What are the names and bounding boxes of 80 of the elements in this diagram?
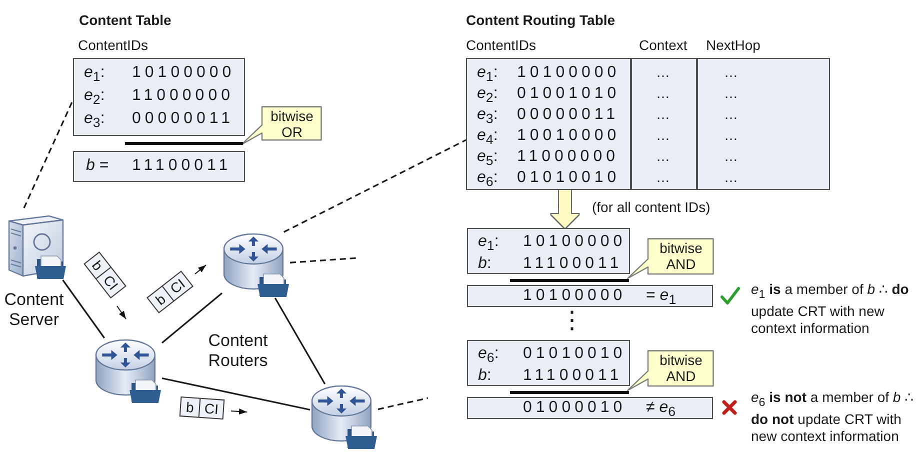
row-label: e$_{1}$: xyxy=(477,63,498,86)
node-caption: Content Server xyxy=(3,290,65,330)
callout-text: bitwise AND xyxy=(658,352,704,384)
bit-string: 00000011 xyxy=(517,105,619,124)
bit-string: 01001010 xyxy=(517,84,620,103)
router-icon xyxy=(222,232,290,298)
next-hop-entry: … xyxy=(724,126,738,145)
row-label: e$_{6}$: xyxy=(478,344,499,368)
block-arrow xyxy=(550,190,579,228)
bit-string: 11000000 xyxy=(517,147,619,166)
network-link xyxy=(290,257,358,264)
context-entry: … xyxy=(656,84,670,103)
packet-label: CI xyxy=(198,398,224,418)
bit-string: 11000000 xyxy=(132,86,234,105)
row-label: b: xyxy=(478,366,492,385)
vertical-ellipsis: ⋮ xyxy=(560,306,584,334)
next-hop-entry: … xyxy=(724,84,738,103)
comparison-text: ≠ e$_{6}$ xyxy=(646,398,676,422)
row-label: b = xyxy=(86,156,109,175)
bit-string: 10100000 xyxy=(523,232,626,251)
note-text: e$_{6}$ is not a member of b ∴ do not update CRT with new context information xyxy=(751,389,914,445)
table-title: Content Table xyxy=(79,12,172,28)
packet-label: b xyxy=(184,398,196,417)
callout-text: bitwise AND xyxy=(658,240,704,272)
row-label: e$_{4}$: xyxy=(477,126,498,150)
column-header: ContentIDs xyxy=(466,37,536,53)
callout-bubble xyxy=(626,350,714,392)
bit-string: 10100000 xyxy=(132,63,236,82)
row-label: b: xyxy=(478,254,492,273)
operand-panel xyxy=(467,228,630,274)
row-label: e$_{3}$: xyxy=(477,105,498,128)
network-link xyxy=(378,397,428,410)
row-label: e$_{6}$: xyxy=(477,168,498,192)
bit-string: 01000010 xyxy=(523,398,626,417)
bit-string: 10100000 xyxy=(517,63,620,82)
packet-box xyxy=(179,396,225,420)
next-hop-entry: … xyxy=(724,168,738,187)
comparison-text: = e$_{1}$ xyxy=(646,286,676,310)
row-label: e$_{3}$: xyxy=(84,109,105,132)
row-label: e$_{2}$: xyxy=(477,84,498,108)
next-hop-entry: … xyxy=(724,105,738,124)
column-header: Context xyxy=(639,37,688,53)
row-label: e$_{1}$: xyxy=(478,232,499,256)
context-entry: … xyxy=(656,105,670,124)
column-header: NextHop xyxy=(706,37,760,53)
bit-string: 11100011 xyxy=(523,366,623,385)
bit-string: 11100011 xyxy=(523,254,623,273)
operand-panel xyxy=(467,340,630,386)
callout-text: bitwise OR xyxy=(270,108,314,140)
row-label: e$_{5}$: xyxy=(477,147,498,170)
context-entry: … xyxy=(656,63,670,82)
bit-string: 10010000 xyxy=(517,126,620,145)
network-link xyxy=(162,377,310,411)
edge-label: (for all content IDs) xyxy=(590,199,712,215)
next-hop-entry: … xyxy=(724,147,738,166)
bit-string: 11100011 xyxy=(132,156,232,175)
context-entry: … xyxy=(656,126,670,145)
leader-line xyxy=(284,139,466,233)
network-link xyxy=(162,292,222,344)
table-title: Content Routing Table xyxy=(466,12,616,28)
bit-string: 01010010 xyxy=(523,344,626,363)
callout-bubble xyxy=(240,106,322,146)
context-entry: … xyxy=(656,168,670,187)
result-panel xyxy=(467,397,713,419)
result-panel xyxy=(467,285,713,307)
row-label: e$_{2}$: xyxy=(84,86,105,110)
bitmask-panel xyxy=(73,151,245,182)
column-header: ContentIDs xyxy=(78,37,148,53)
group-label: Content Routers xyxy=(207,331,269,371)
callout-bubble xyxy=(626,238,714,280)
bit-string: 00000011 xyxy=(132,109,234,128)
context-entry: … xyxy=(656,147,670,166)
router-icon xyxy=(94,338,162,404)
router-icon xyxy=(310,384,378,450)
bit-string: 10100000 xyxy=(523,286,626,305)
next-hop-entry: … xyxy=(724,63,738,82)
bit-string: 01010010 xyxy=(517,168,620,187)
row-label: e$_{1}$: xyxy=(84,63,105,86)
note-text: e$_{1}$ is a member of b ∴ do update CRT with new context information xyxy=(751,281,910,337)
leader-line xyxy=(23,100,74,208)
